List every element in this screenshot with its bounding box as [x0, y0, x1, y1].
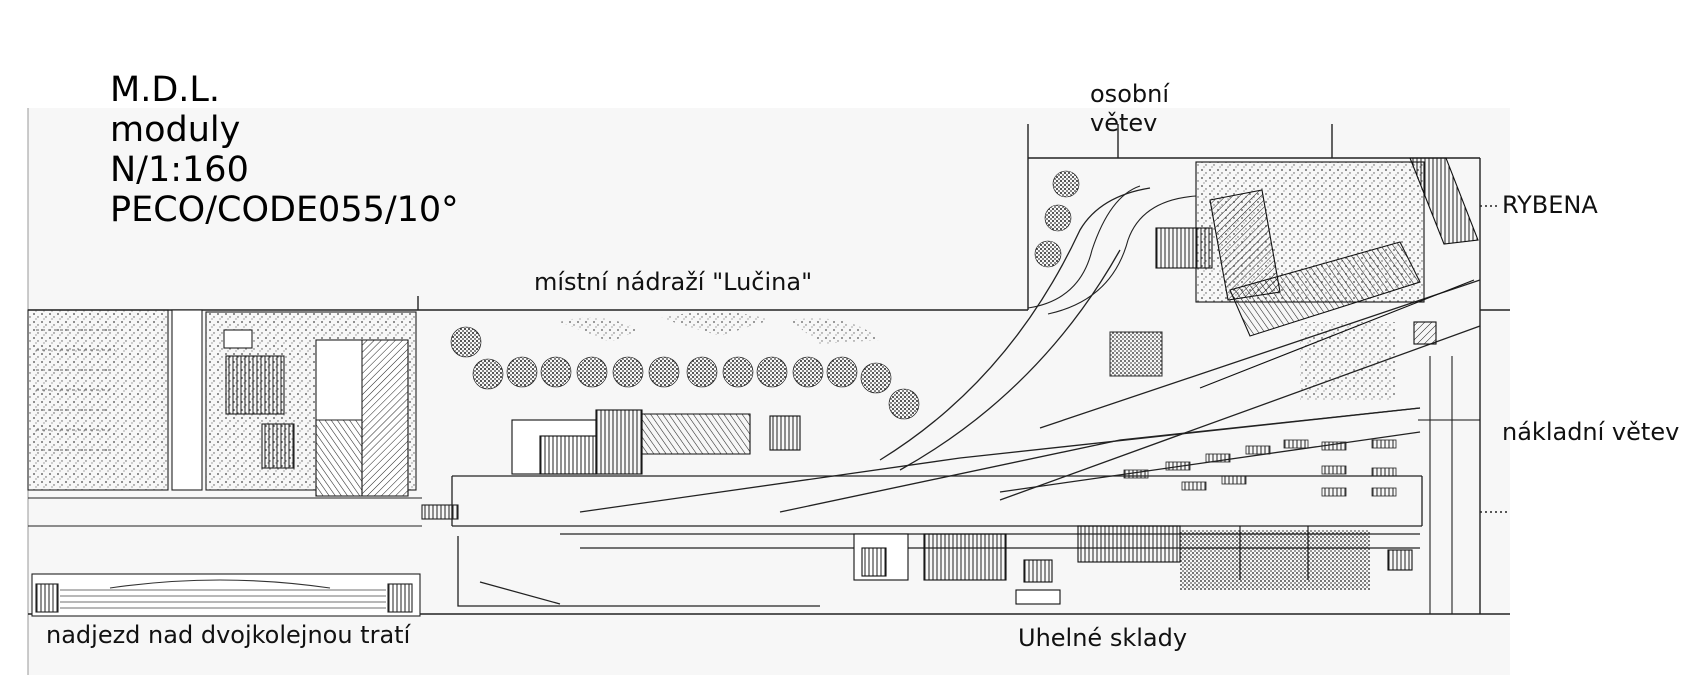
freight-branch-label: nákladní větev [1502, 418, 1679, 446]
title-line-3: N/1:160 [110, 150, 249, 190]
wagon-marks [1123, 439, 1397, 497]
title-block: M.D.L. moduly N/1:160 PECO/CODE055/10° [110, 70, 459, 230]
title-line-4: PECO/CODE055/10° [110, 190, 459, 230]
coal-yard-label: Uhelné sklady [1018, 624, 1187, 652]
station-label: místní nádraží "Lučina" [534, 268, 812, 296]
passenger-branch-label: osobní větev [1090, 80, 1169, 137]
overpass-module [27, 309, 459, 527]
stipple-fields [560, 311, 1395, 590]
factory-road [1027, 185, 1453, 614]
overpass-label: nadjezd nad dvojkolejnou tratí [46, 621, 412, 649]
title-line-2: moduly [110, 110, 241, 150]
title-line-1: M.D.L. [110, 70, 221, 110]
coal-yard-buildings [853, 525, 1413, 605]
lower-overpass [31, 573, 421, 617]
tree-row [450, 170, 1080, 420]
rybena-factory [1109, 157, 1480, 421]
station-buildings [511, 409, 801, 475]
rybena-label: RYBENA [1502, 191, 1598, 219]
